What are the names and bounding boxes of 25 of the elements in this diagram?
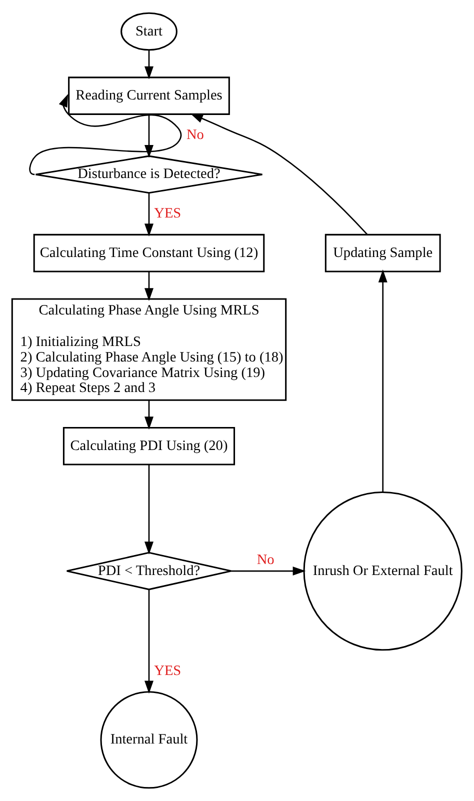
node-box: Calculating Phase Angle Using MRLS 1) Initializing MRLS 2) Calculating Phase Angle Using (15) to (18) 3) Updating Covariance Matrix Using (19) 4) Repeat Steps 2 and 3 — [11, 298, 287, 401]
node-diamond: Disturbance is Detected? — [34, 155, 264, 194]
arrow — [144, 590, 154, 694]
arrow — [144, 192, 154, 236]
arrow — [378, 270, 388, 492]
edge-label: YES — [154, 662, 182, 679]
node-circle: Internal Fault — [100, 691, 198, 789]
arrow — [144, 400, 154, 430]
arrow — [144, 464, 154, 554]
edge-label: No — [256, 552, 274, 568]
node-box: Updating Sample — [324, 234, 441, 272]
edge-label: No — [186, 126, 204, 143]
edge-label: YES — [154, 206, 182, 222]
node-diamond: PDI < Threshold? — [66, 552, 232, 590]
arrow — [29, 94, 182, 176]
node-box: Calculating Time Constant Using (12) — [33, 234, 265, 272]
arrow — [144, 272, 154, 301]
node-ellipse: Start — [120, 12, 178, 51]
node-circle: Inrush Or External Fault — [303, 491, 462, 651]
arrow — [144, 50, 154, 80]
node-box: Reading Current Samples — [68, 76, 230, 115]
arrow — [190, 113, 368, 235]
node-box: Calculating PDI Using (20) — [62, 426, 236, 466]
arrow — [144, 114, 154, 158]
arrow — [231, 566, 306, 576]
